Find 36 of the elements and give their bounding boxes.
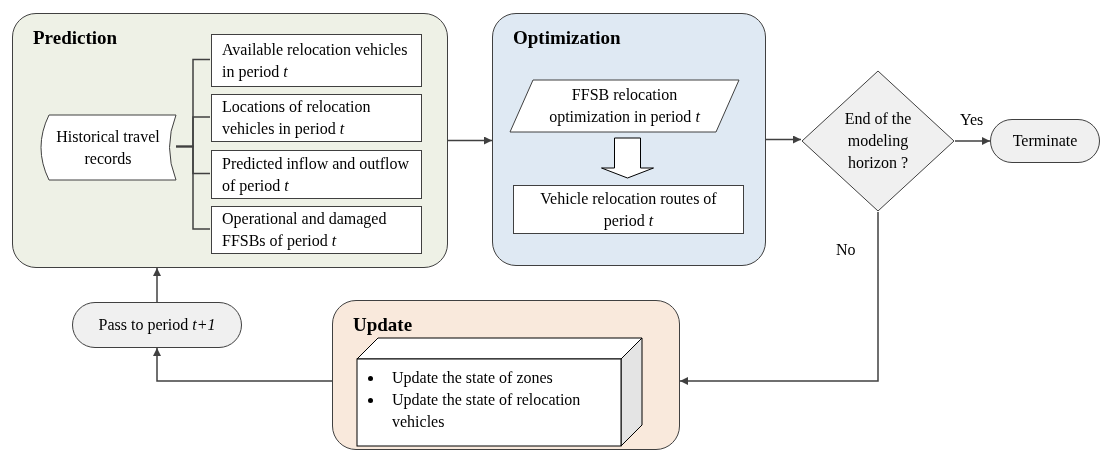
- node-label: Historical travel records: [55, 126, 161, 169]
- arrow: [954, 137, 991, 145]
- process-box: [211, 150, 422, 199]
- decision-diamond: [801, 70, 955, 212]
- node-label: Locations of relocation vehicles in period t: [221, 97, 372, 140]
- node-label: Vehicle relocation routes of period t: [539, 188, 718, 232]
- node-label: Pass to period t+1: [97, 315, 217, 336]
- process-box: [211, 206, 422, 254]
- node-label: Operational and damaged FFSBs of period t: [221, 209, 388, 252]
- stage-panel: [492, 13, 766, 266]
- node-label: Terminate: [1011, 131, 1079, 151]
- bullet-item: Update the state of zones: [392, 368, 553, 389]
- process-box: [211, 94, 422, 142]
- terminal-pill: [990, 119, 1100, 163]
- bullet-item: Update the state of relocation vehicles: [392, 390, 582, 432]
- node-label: Predicted inflow and outflow of period t: [221, 153, 411, 197]
- group-heading: Update: [353, 313, 413, 337]
- block-arrow: [601, 137, 654, 179]
- terminal-pill: [72, 302, 242, 348]
- stage-panel: [332, 300, 680, 450]
- connector-line: [175, 145, 211, 230]
- arrow: [153, 347, 333, 382]
- group-heading: Optimization: [513, 26, 621, 50]
- process-box: [211, 34, 422, 87]
- arrow: [447, 136, 493, 145]
- node-label: Available relocation vehicles in period t: [221, 39, 409, 83]
- process-box: [513, 185, 744, 234]
- node-label: FFSB relocation optimization in period t: [548, 85, 701, 128]
- input-parallelogram: [509, 79, 740, 133]
- group-heading: Prediction: [33, 26, 118, 50]
- stage-panel: [12, 13, 448, 268]
- arrow: [765, 135, 802, 144]
- data-shape: [39, 114, 177, 181]
- arrow: [679, 211, 879, 385]
- node-label: End of the modeling horizon ?: [843, 109, 913, 173]
- arrow: [153, 267, 161, 303]
